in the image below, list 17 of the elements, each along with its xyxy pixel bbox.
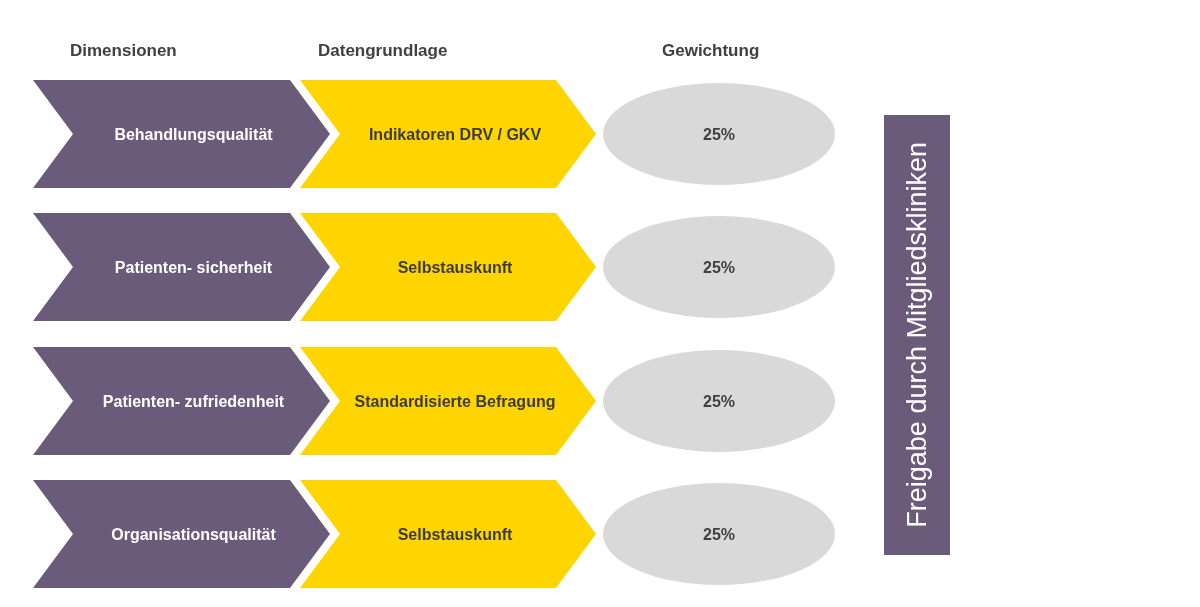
node-text: Patienten- sicherheit xyxy=(114,257,273,278)
node-text: 25% xyxy=(703,391,735,412)
node-text: Indikatoren DRV / GKV xyxy=(368,124,542,145)
vertical-bar xyxy=(884,115,950,555)
column-heading: Gewichtung xyxy=(662,40,760,62)
node-text: Behandlungsqualität xyxy=(114,124,273,145)
node-text: 25% xyxy=(703,124,735,145)
node-text: Patienten- zufriedenheit xyxy=(102,391,285,412)
column-heading: Dimensionen xyxy=(70,40,177,62)
node-text: 25% xyxy=(703,257,735,278)
rotated-text: Freigabe durch Mitgliedskliniken xyxy=(903,142,931,528)
column-heading: Datengrundlage xyxy=(318,40,448,62)
node-text: Selbstauskunft xyxy=(397,524,513,545)
node-text: 25% xyxy=(703,524,735,545)
node-text: Standardisierte Befragung xyxy=(354,391,556,412)
node-text: Selbstauskunft xyxy=(397,257,513,278)
node-text: Organisationsqualität xyxy=(111,524,276,545)
